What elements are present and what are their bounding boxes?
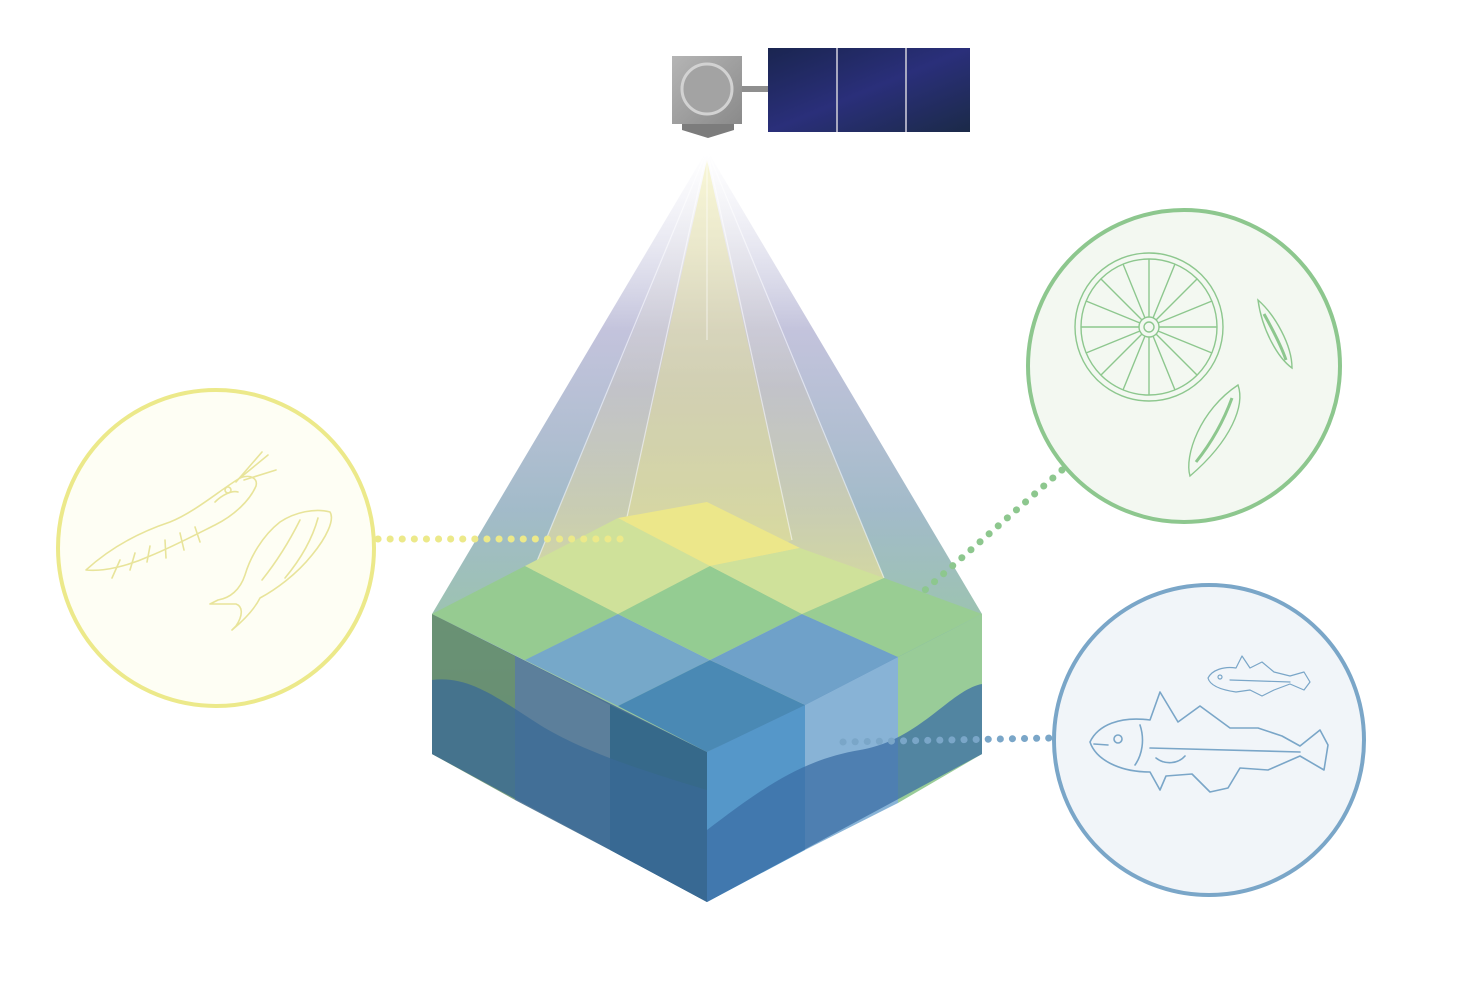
- diatom-icon: [1074, 252, 1224, 402]
- phytoplankton-connector: [921, 466, 1066, 594]
- fish-callout: [1052, 583, 1366, 897]
- ocean-column-cube: [432, 502, 982, 902]
- satellite-icon: [672, 48, 970, 138]
- phytoplankton-callout: [1026, 208, 1342, 524]
- satellite-sensor: [682, 124, 734, 138]
- pennate-diatom-icon: [1188, 298, 1293, 478]
- satellite-arm: [742, 86, 770, 92]
- cod-fish-icon: [1089, 691, 1329, 793]
- solar-panel: [768, 48, 970, 132]
- zooplankton-callout: [56, 388, 376, 708]
- satellite-lens: [680, 62, 734, 116]
- krill-icon: [85, 451, 277, 579]
- copepod-icon: [209, 509, 333, 631]
- cube-top-face: [432, 502, 982, 752]
- small-cod-fish-icon: [1207, 655, 1311, 697]
- fish-connector: [839, 734, 1056, 746]
